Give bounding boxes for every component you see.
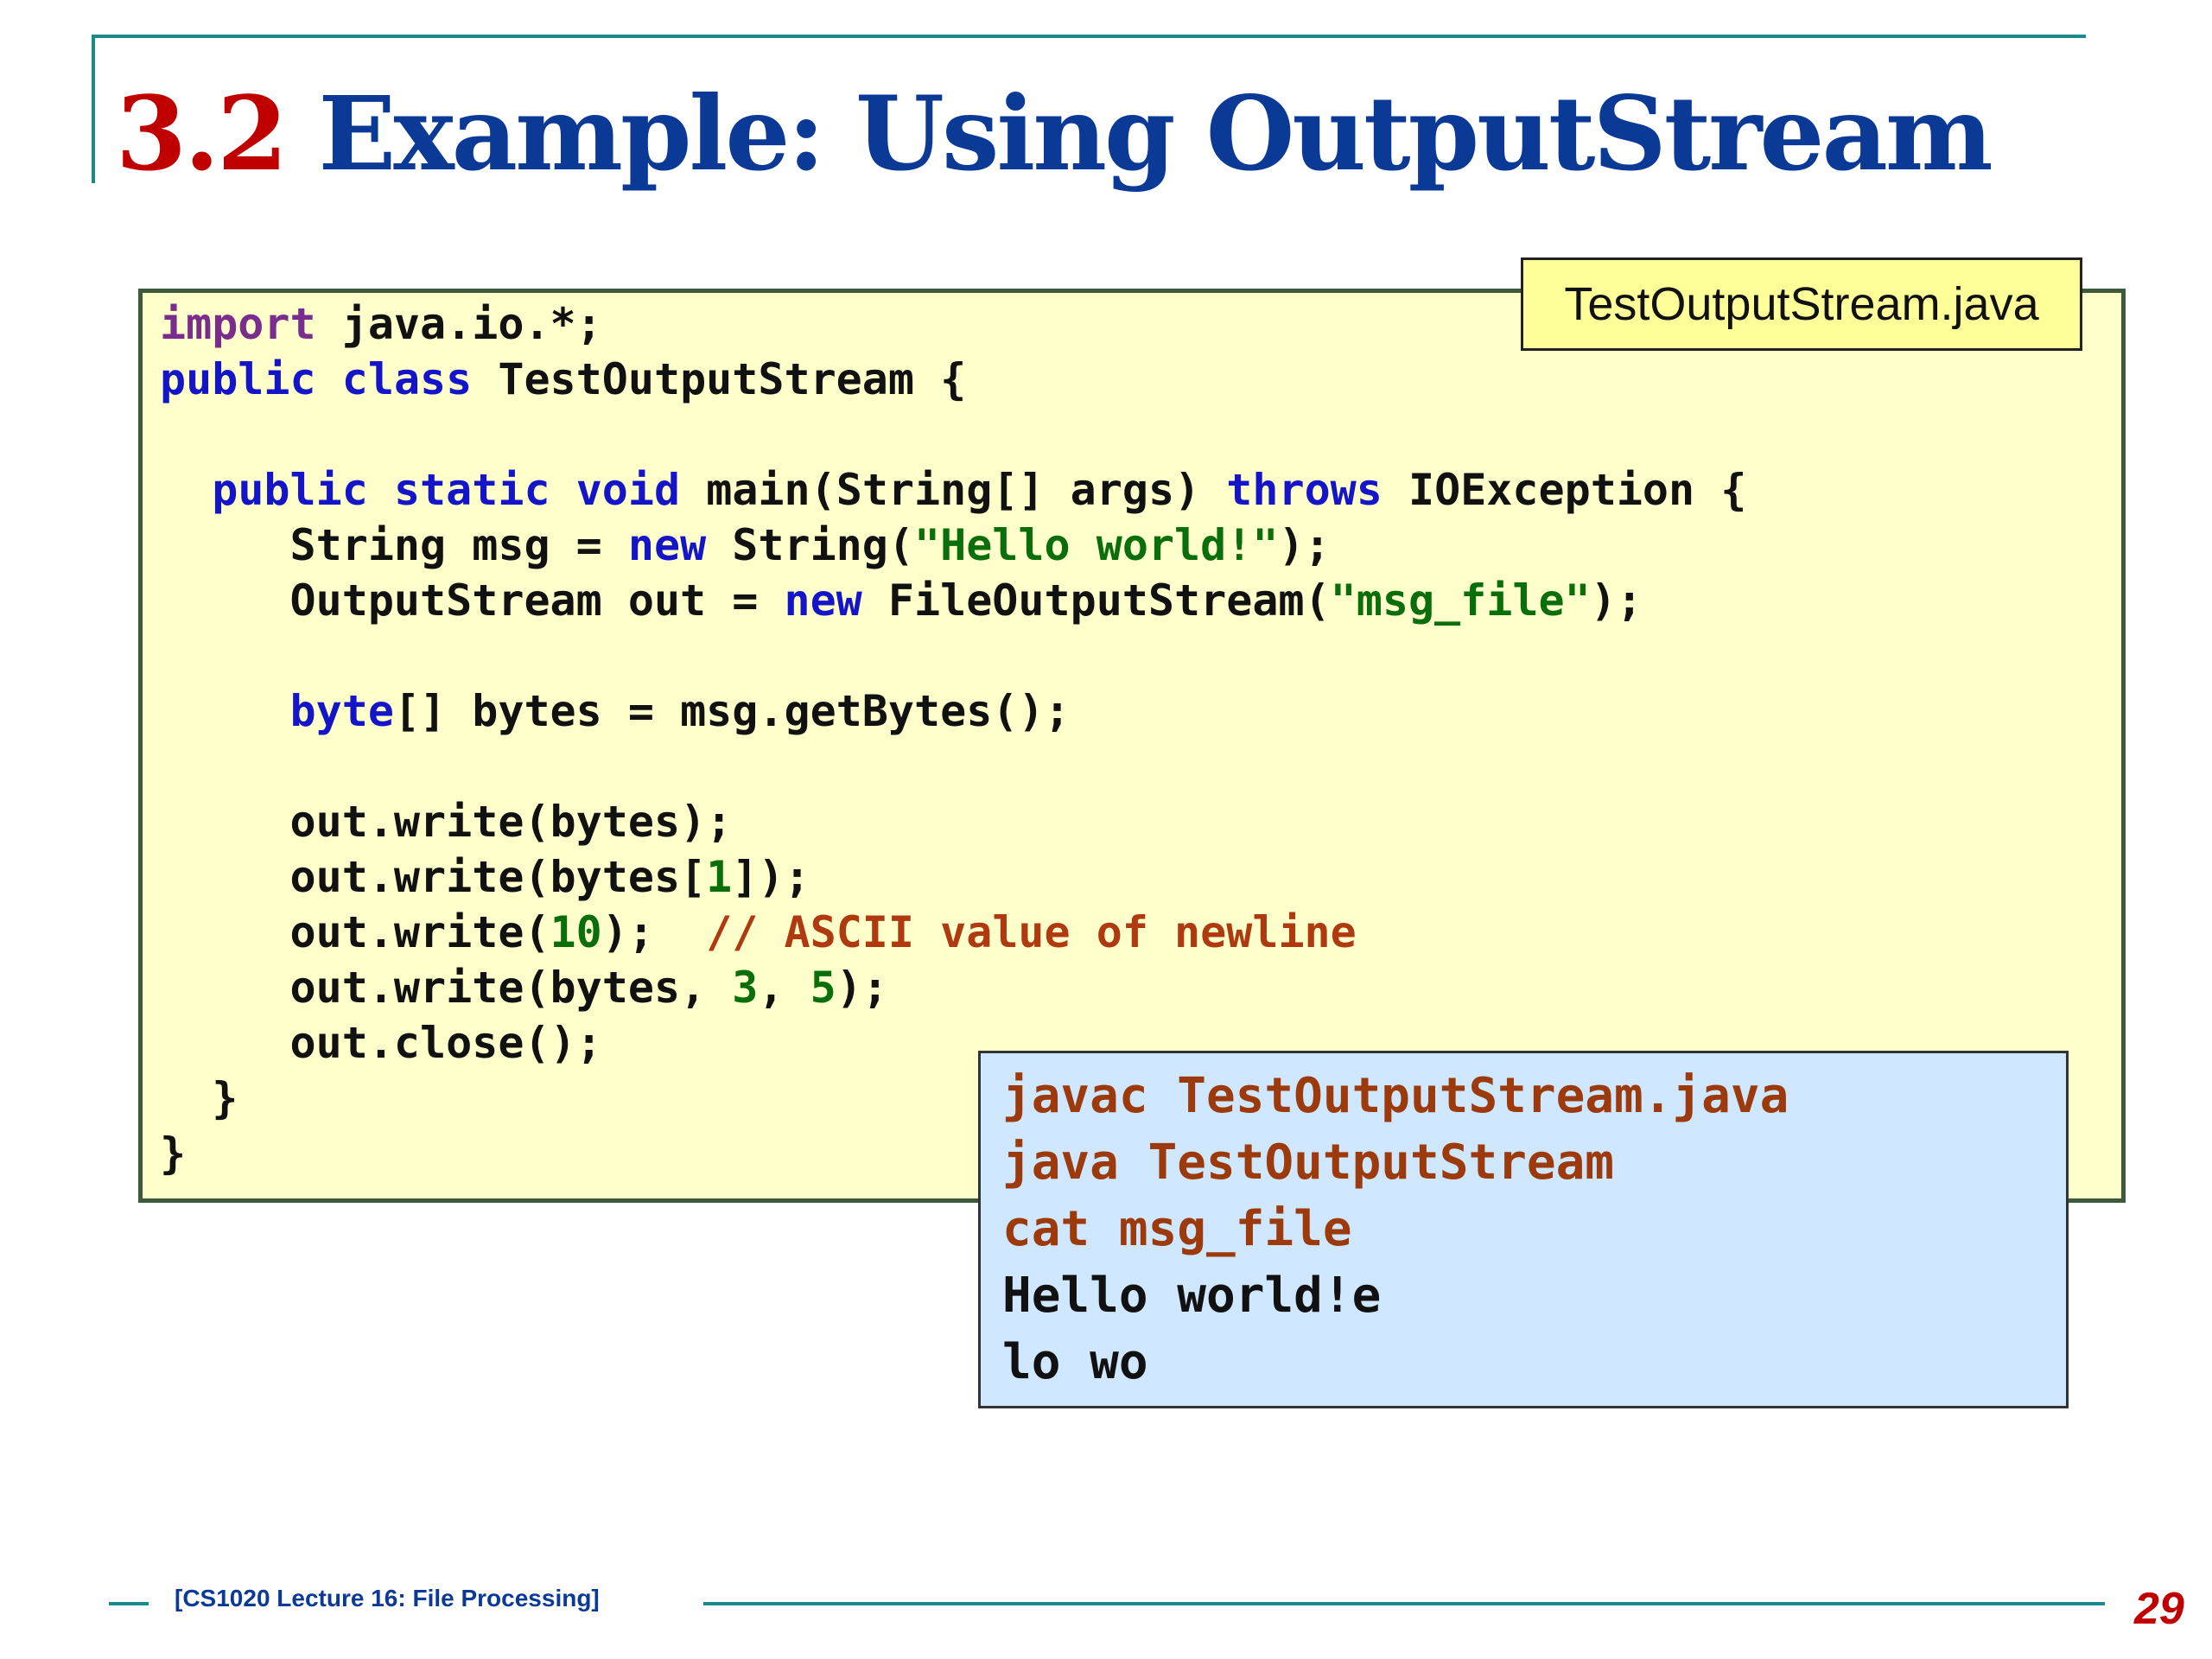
- title-text: Example: Using OutputStream: [318, 73, 1993, 194]
- code-keyword: new: [627, 520, 707, 570]
- code-comment: // ASCII value of newline: [706, 907, 1357, 957]
- code-number: 1: [706, 852, 733, 902]
- code-keyword: public: [212, 465, 368, 515]
- file-name-label: TestOutputStream.java: [1521, 257, 2082, 351]
- code-text: );: [1590, 575, 1643, 626]
- code-text: );: [1278, 520, 1331, 570]
- code-number: 10: [550, 907, 602, 957]
- title-rule-top: [92, 35, 2086, 38]
- code-text: out.write(bytes[: [289, 852, 707, 902]
- terminal-command: java TestOutputStream: [1002, 1135, 1615, 1191]
- code-text: );: [836, 963, 888, 1013]
- terminal-output: javac TestOutputStream.java java TestOut…: [1002, 1063, 1789, 1395]
- code-text: IOException {: [1382, 465, 1747, 515]
- page-number: 29: [2134, 1584, 2184, 1634]
- code-keyword: static: [393, 465, 550, 515]
- code-text: java.io.*;: [315, 299, 602, 349]
- code-text: }: [212, 1073, 238, 1123]
- code-keyword: public: [160, 354, 316, 404]
- code-keyword: import: [160, 299, 316, 349]
- terminal-command: cat msg_file: [1002, 1201, 1352, 1257]
- terminal-output-line: Hello world!e: [1002, 1268, 1382, 1324]
- title-rule-left: [92, 35, 95, 183]
- code-number: 5: [810, 963, 836, 1013]
- code-keyword: new: [784, 575, 862, 626]
- code-text: );: [601, 907, 707, 957]
- code-text: out.write(bytes,: [289, 963, 733, 1013]
- code-text: ,: [758, 963, 810, 1013]
- code-keyword: byte: [289, 686, 394, 736]
- code-keyword: class: [341, 354, 473, 404]
- code-number: 3: [732, 963, 759, 1013]
- code-text: out.write(bytes);: [289, 797, 733, 847]
- code-keyword: throws: [1226, 465, 1382, 515]
- code-text: TestOutputStream {: [472, 354, 967, 404]
- code-text: FileOutputStream(: [861, 575, 1331, 626]
- terminal-box: [978, 1051, 2069, 1408]
- terminal-command: javac TestOutputStream.java: [1002, 1068, 1789, 1124]
- code-text: out.write(: [289, 907, 550, 957]
- code-text: out.close();: [289, 1018, 602, 1068]
- code-text: String(: [706, 520, 914, 570]
- code-keyword: void: [575, 465, 681, 515]
- code-box: [138, 289, 2126, 1203]
- footer-course-label: [CS1020 Lecture 16: File Processing]: [175, 1585, 600, 1611]
- code-listing: import java.io.*; public class TestOutpu…: [160, 296, 1746, 1181]
- code-string: "Hello world!": [914, 520, 1279, 570]
- code-text: main(String[] args): [680, 465, 1227, 515]
- code-text: [] bytes = msg.getBytes();: [393, 686, 1071, 736]
- code-text: }: [160, 1128, 187, 1179]
- code-string: "msg_file": [1330, 575, 1591, 626]
- slide-title: 3.2 Example: Using OutputStream: [116, 69, 1993, 199]
- terminal-output-line: lo wo: [1002, 1334, 1148, 1390]
- code-text: String msg =: [289, 520, 628, 570]
- code-text: OutputStream out =: [289, 575, 785, 626]
- code-text: ]);: [732, 852, 810, 902]
- footer-dash: [109, 1602, 149, 1605]
- footer-rule: [703, 1602, 2105, 1605]
- section-number: 3.2: [116, 73, 288, 194]
